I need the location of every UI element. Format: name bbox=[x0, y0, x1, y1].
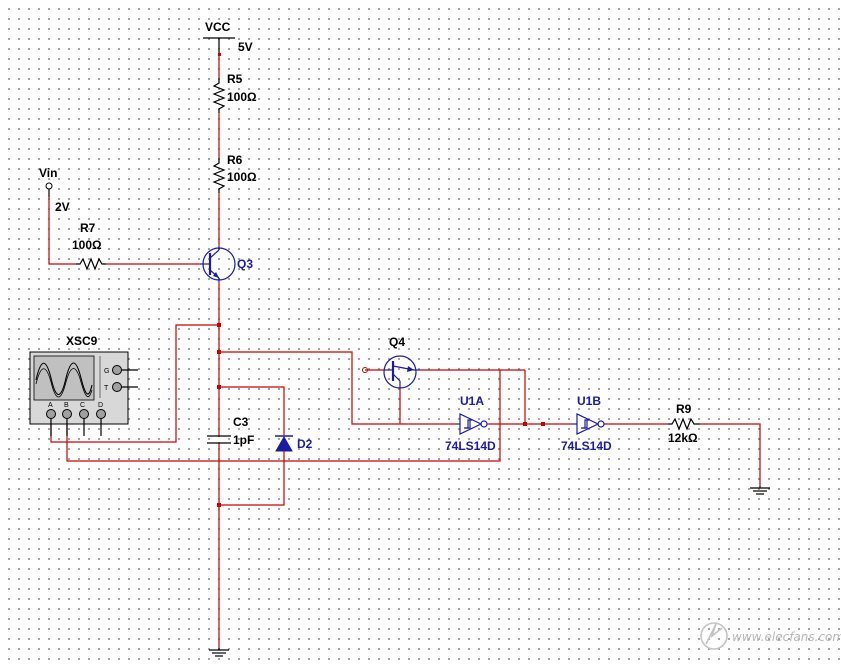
vin-source[interactable]: Vin 2V bbox=[39, 166, 70, 214]
xsc9-ref: XSC9 bbox=[66, 334, 98, 348]
g-terminal[interactable] bbox=[112, 365, 122, 375]
d2-ref: D2 bbox=[297, 437, 313, 451]
channel-c-label: C bbox=[80, 402, 85, 409]
u1b-part: 74LS14D bbox=[561, 439, 612, 453]
channel-b-label: B bbox=[64, 402, 69, 409]
gate-u1a[interactable]: U1A 74LS14D bbox=[445, 394, 496, 453]
c3-value: 1pF bbox=[233, 433, 254, 447]
u1a-ref: U1A bbox=[460, 394, 484, 408]
transistor-q4[interactable]: Q4 bbox=[383, 335, 420, 389]
vin-label: Vin bbox=[39, 166, 57, 180]
r7-value: 100Ω bbox=[72, 238, 102, 252]
vcc-value: 5V bbox=[238, 40, 253, 54]
q4-ref: Q4 bbox=[389, 335, 405, 349]
r9-ref: R9 bbox=[676, 402, 692, 416]
diode-d2[interactable]: D2 bbox=[275, 435, 313, 452]
resistor-r9[interactable]: R9 12kΩ bbox=[668, 402, 700, 445]
r6-ref: R6 bbox=[227, 153, 243, 167]
capacitor-c3[interactable]: C3 1pF bbox=[207, 415, 254, 447]
channel-d-terminal[interactable] bbox=[96, 409, 106, 419]
gate-u1b[interactable]: U1B 74LS14D bbox=[561, 394, 612, 453]
junctions bbox=[217, 53, 545, 507]
transistor-q3[interactable]: Q3 bbox=[200, 246, 253, 282]
channel-a-label: A bbox=[48, 402, 53, 409]
r9-value: 12kΩ bbox=[668, 431, 698, 445]
u1b-ref: U1B bbox=[577, 394, 601, 408]
ground-symbol-right bbox=[750, 486, 770, 495]
channel-a-terminal[interactable] bbox=[46, 409, 56, 419]
watermark: www.elecfans.com bbox=[700, 622, 841, 650]
vcc-label: VCC bbox=[205, 20, 231, 34]
g-terminal-label: G bbox=[104, 368, 109, 375]
c3-ref: C3 bbox=[233, 415, 249, 429]
q3-ref: Q3 bbox=[237, 257, 253, 271]
waveform-icon bbox=[35, 362, 93, 396]
resistor-r5[interactable]: R5 100Ω bbox=[212, 55, 257, 158]
t-terminal-label: T bbox=[104, 385, 109, 392]
u1a-part: 74LS14D bbox=[445, 439, 496, 453]
r6-value: 100Ω bbox=[227, 170, 257, 184]
vcc-supply[interactable]: VCC 5V bbox=[203, 20, 253, 55]
channel-b-terminal[interactable] bbox=[62, 409, 72, 419]
r5-ref: R5 bbox=[227, 72, 243, 86]
t-terminal[interactable] bbox=[112, 382, 122, 392]
resistor-r6[interactable]: R6 100Ω bbox=[212, 153, 257, 246]
ground-symbol-bottom bbox=[209, 648, 229, 657]
oscilloscope-xsc9[interactable]: XSC9 G T A B C D bbox=[29, 334, 138, 436]
r7-ref: R7 bbox=[80, 221, 96, 235]
vin-value: 2V bbox=[55, 200, 70, 214]
watermark-text: www.elecfans.com bbox=[732, 630, 841, 644]
channel-c-terminal[interactable] bbox=[79, 409, 89, 419]
resistor-r7[interactable]: R7 100Ω bbox=[72, 221, 106, 271]
r5-value: 100Ω bbox=[227, 90, 257, 104]
channel-d-label: D bbox=[98, 402, 103, 409]
